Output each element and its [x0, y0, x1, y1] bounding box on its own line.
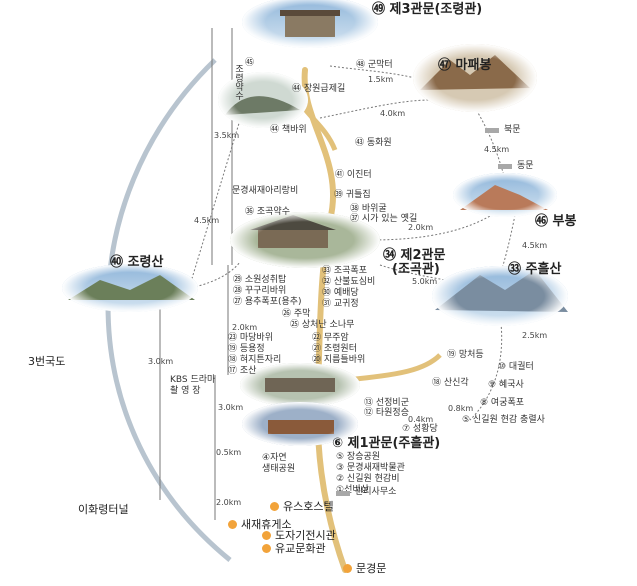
site-label: 관리사무소 [355, 487, 397, 497]
joryeong-label: ㊵ 조령산 [110, 255, 164, 270]
trail-branch-2 [344, 353, 442, 383]
site-label: ⑲ 망처등 [447, 350, 484, 360]
site-label: ㉓ 마당바위 [228, 333, 273, 343]
site-label: ⑤ 장승공원 [336, 452, 381, 462]
distance-label: 3.0km [218, 403, 244, 412]
site-label: ㉗ 용추폭포(용추) [233, 297, 302, 307]
site-label: ⑨ 혜국사 [488, 380, 524, 390]
rest-area-marker [228, 520, 237, 529]
joryeong-yaksu-label: 조령약수 [233, 64, 243, 100]
photo-kbs [240, 363, 360, 407]
site-label: ㉙ 소원성취탑 [233, 275, 287, 285]
distance-label: 0.5km [216, 448, 242, 457]
site-label: ⑤ 신길원 현감 충렬사 [462, 415, 545, 425]
site-label: ⑬ 선정비군 [364, 398, 409, 408]
distance-label: 0.4km [408, 415, 434, 424]
mungyeong-gate-marker [343, 564, 352, 573]
site-label: ㊺ [245, 58, 255, 68]
distance-label: 2.5km [522, 331, 548, 340]
site-label: ④자연 생태공원 [262, 453, 296, 474]
distance-label: 4.5km [194, 216, 220, 225]
distance-label: 3.5km [214, 131, 240, 140]
photo-gate1 [242, 402, 358, 446]
site-label: ⑧ 여궁폭포 [480, 398, 525, 408]
office-marker [336, 491, 350, 496]
gate3-label: ㊾ 제3관문(조령관) [372, 2, 483, 17]
distance-label: 3.0km [148, 357, 174, 366]
site-label: ㊲ 시가 있는 옛길 [350, 214, 418, 224]
site-label: ㉝ 조곡폭포 [322, 266, 367, 276]
site-label: 문경새재아리랑비 [232, 186, 299, 196]
ihwa-tunnel-label: 이화령터널 [78, 503, 129, 516]
site-label: ㊳ 바위굴 [350, 204, 387, 214]
site-label: ㊹ 책바위 [270, 125, 307, 135]
mapae-label: ㊼ 마패봉 [438, 58, 492, 73]
site-label: ② 신길원 현감비 [336, 474, 400, 484]
facility-label: 도자기전시관 [275, 529, 336, 542]
distance-label: 1.5km [368, 75, 394, 84]
north-gate-marker [485, 128, 499, 133]
distance-label: 2.0km [216, 498, 242, 507]
kbs-set-label: KBS 드라마 촬 영 장 [170, 375, 216, 396]
facility-label: 새재휴게소 [241, 518, 292, 531]
photo-juheul [432, 266, 568, 326]
site-label: ⑰ 조산 [228, 366, 257, 376]
photo-bubong [453, 173, 557, 217]
photo-joryeong [62, 264, 198, 312]
site-label: ㊱ 조곡약수 [245, 207, 290, 217]
distance-label: 4.5km [522, 241, 548, 250]
confucian-marker [262, 544, 271, 553]
distance-label: 2.0km [408, 223, 434, 232]
gate2-sub-label: (조곡관) [392, 262, 440, 277]
facility-label: 문경문 [356, 562, 387, 575]
route-3-curve [105, 58, 232, 562]
youth-hostel-marker [270, 502, 279, 511]
site-label: ⑳ 지름틀바위 [312, 355, 366, 365]
site-label: ㊸ 동화원 [355, 138, 392, 148]
site-label: ⑩ 대궐터 [498, 362, 534, 372]
site-label: ①선비상 [336, 485, 369, 495]
facility-label: 유교문화관 [275, 542, 326, 555]
site-label: ⑱ 혀지튼자리 [228, 355, 282, 365]
site-label: ㉚ 예배당 [322, 288, 359, 298]
photo-gate3 [242, 0, 378, 48]
route3-label: 3번국도 [28, 355, 66, 368]
site-label: ㊽ 군막터 [356, 60, 393, 70]
site-label: ⑲ 등용정 [228, 344, 265, 354]
site-label: ㉘ 꾸구리바위 [233, 286, 287, 296]
east-gate-marker [498, 164, 512, 169]
photo-jangwon [218, 72, 308, 128]
site-label: ⑱ 산신각 [432, 378, 469, 388]
distance-guides [159, 28, 233, 520]
distance-label: 2.0km [232, 323, 258, 332]
distance-label: 5.0km [412, 277, 438, 286]
photo-mapae [413, 44, 537, 112]
site-label: ⑫ 타원정승 [364, 408, 409, 418]
site-label: ㉑ 조령원터 [312, 344, 357, 354]
site-label: ③ 문경새재박물관 [336, 463, 405, 473]
site-label: ㉒ 무주암 [312, 333, 349, 343]
distance-label: 4.5km [484, 145, 510, 154]
photo-gate2 [230, 212, 380, 268]
main-trail [301, 67, 348, 573]
facility-label: 유스호스텔 [283, 500, 334, 513]
east-gate-label: 동문 [517, 161, 534, 171]
site-label: ㊶ 이진터 [335, 170, 372, 180]
site-label: ㉜ 산불됴심비 [322, 277, 376, 287]
site-label: ㉕ 상처난 소나무 [290, 320, 355, 330]
gate2-label: ㉞ 제2관문 [383, 248, 446, 263]
north-gate-label: 북문 [504, 125, 521, 135]
site-label: ㊴ 귀틀집 [334, 190, 371, 200]
bubong-label: ㊻ 부봉 [535, 214, 577, 229]
distance-label: 0.8km [448, 404, 474, 413]
site-label: ㉖ 주막 [282, 309, 311, 319]
ceramics-marker [262, 531, 271, 540]
gate1-label: ⑥ 제1관문(주흘관) [332, 436, 441, 451]
site-label: ㉛ 교귀정 [322, 299, 359, 309]
juheul-label: ㉝ 주흘산 [508, 262, 562, 277]
distance-label: 4.0km [380, 109, 406, 118]
site-label: ㊹ 장원급제길 [292, 84, 346, 94]
site-label: ⑦ 성황당 [402, 424, 438, 434]
